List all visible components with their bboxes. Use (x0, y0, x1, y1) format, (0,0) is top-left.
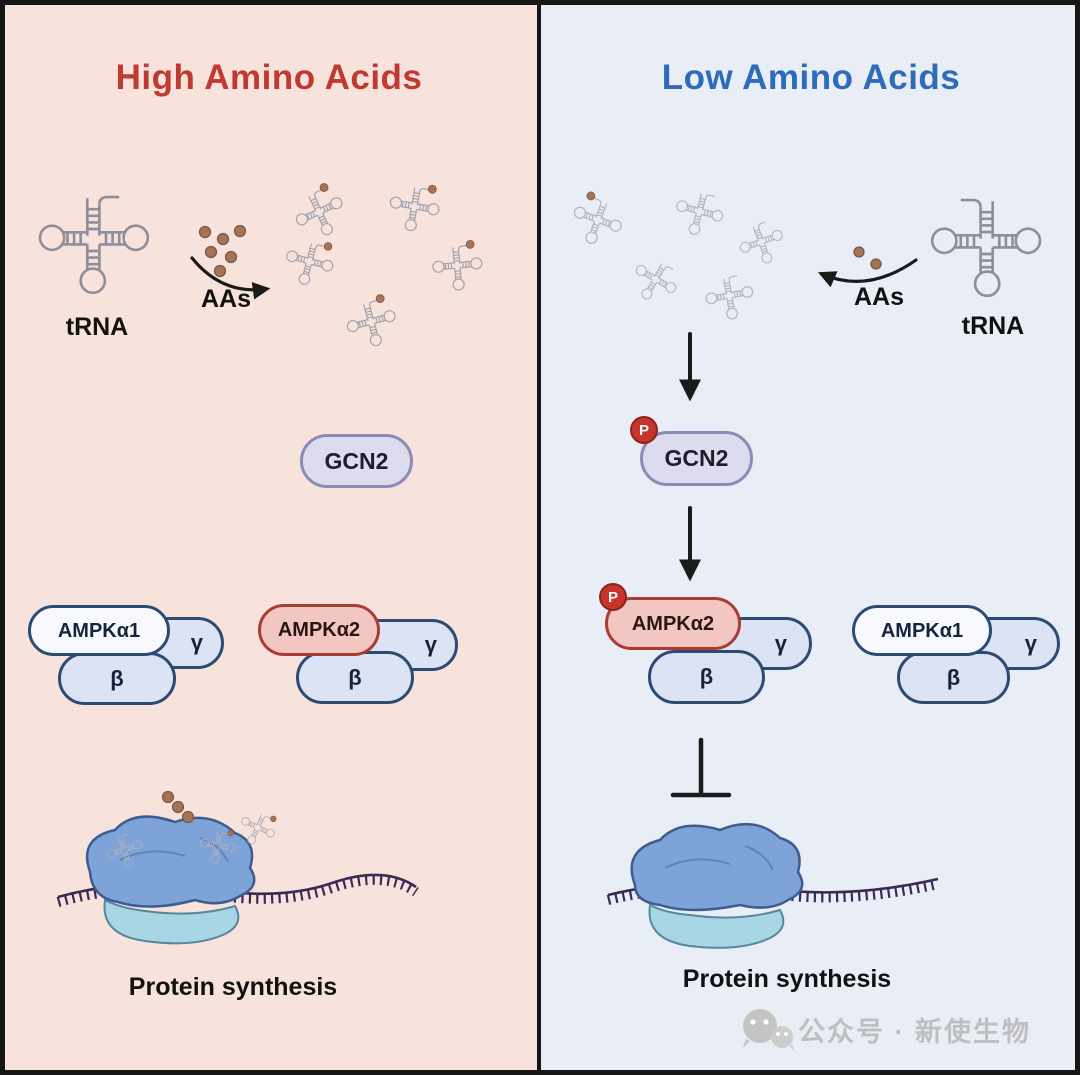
right-gcn2-label: GCN2 (664, 445, 729, 471)
right-panel-title: Low Amino Acids (661, 58, 961, 97)
right-ampk-alpha1-pill: AMPKα1 (852, 605, 992, 656)
left-ampk1-beta-pill: β (58, 652, 176, 705)
ampk-alpha2-label: AMPKα2 (631, 612, 715, 635)
left-gcn2-label: GCN2 (324, 447, 389, 474)
right-aas-label: AAs (853, 283, 904, 311)
right-ampk-alpha2-pill: AMPKα2 (605, 597, 741, 650)
left-protein-synthesis-label: Protein synthesis (128, 973, 338, 1001)
watermark-text: 公众号 · 新使生物 (798, 1016, 1031, 1047)
right-trna-label: tRNA (961, 312, 1025, 340)
left-panel-title: High Amino Acids (115, 58, 423, 97)
panel-divider (537, 0, 541, 1075)
left-ampk-alpha1-pill: AMPKα1 (28, 605, 170, 656)
left-gcn2-pill: GCN2 (300, 434, 413, 488)
left-ampk-alpha2-pill: AMPKα2 (258, 604, 380, 656)
left-ampk2-beta-pill: β (296, 651, 414, 704)
phospho-label: P (607, 588, 618, 606)
ampk-phospho-badge: P (599, 583, 627, 611)
gamma-label: γ (774, 630, 787, 656)
watermark: 公众号 · 新使生物 (798, 1008, 1070, 1050)
right-gcn2-pill: GCN2 (640, 431, 753, 486)
phospho-label: P (638, 421, 649, 439)
right-protein-synthesis-label: Protein synthesis (682, 965, 892, 993)
beta-label: β (946, 664, 961, 690)
right-ampk2-beta-pill: β (648, 650, 765, 704)
gcn2-phospho-badge: P (630, 416, 658, 444)
gamma-label: γ (424, 632, 437, 657)
beta-label: β (699, 664, 714, 689)
left-panel-background (0, 0, 540, 1075)
beta-label: β (110, 665, 124, 691)
ampk-alpha2-label: AMPKα2 (277, 619, 361, 641)
beta-label: β (348, 664, 362, 690)
gamma-label: γ (1024, 630, 1037, 656)
ampk-alpha1-label: AMPKα1 (57, 619, 141, 642)
gamma-label: γ (190, 630, 203, 655)
ampk-alpha1-label: AMPKα1 (880, 619, 964, 642)
left-aas-label: AAs (200, 285, 251, 313)
right-ampk1-beta-pill: β (897, 651, 1010, 704)
right-panel-background (540, 0, 1080, 1075)
left-trna-label: tRNA (65, 313, 129, 341)
